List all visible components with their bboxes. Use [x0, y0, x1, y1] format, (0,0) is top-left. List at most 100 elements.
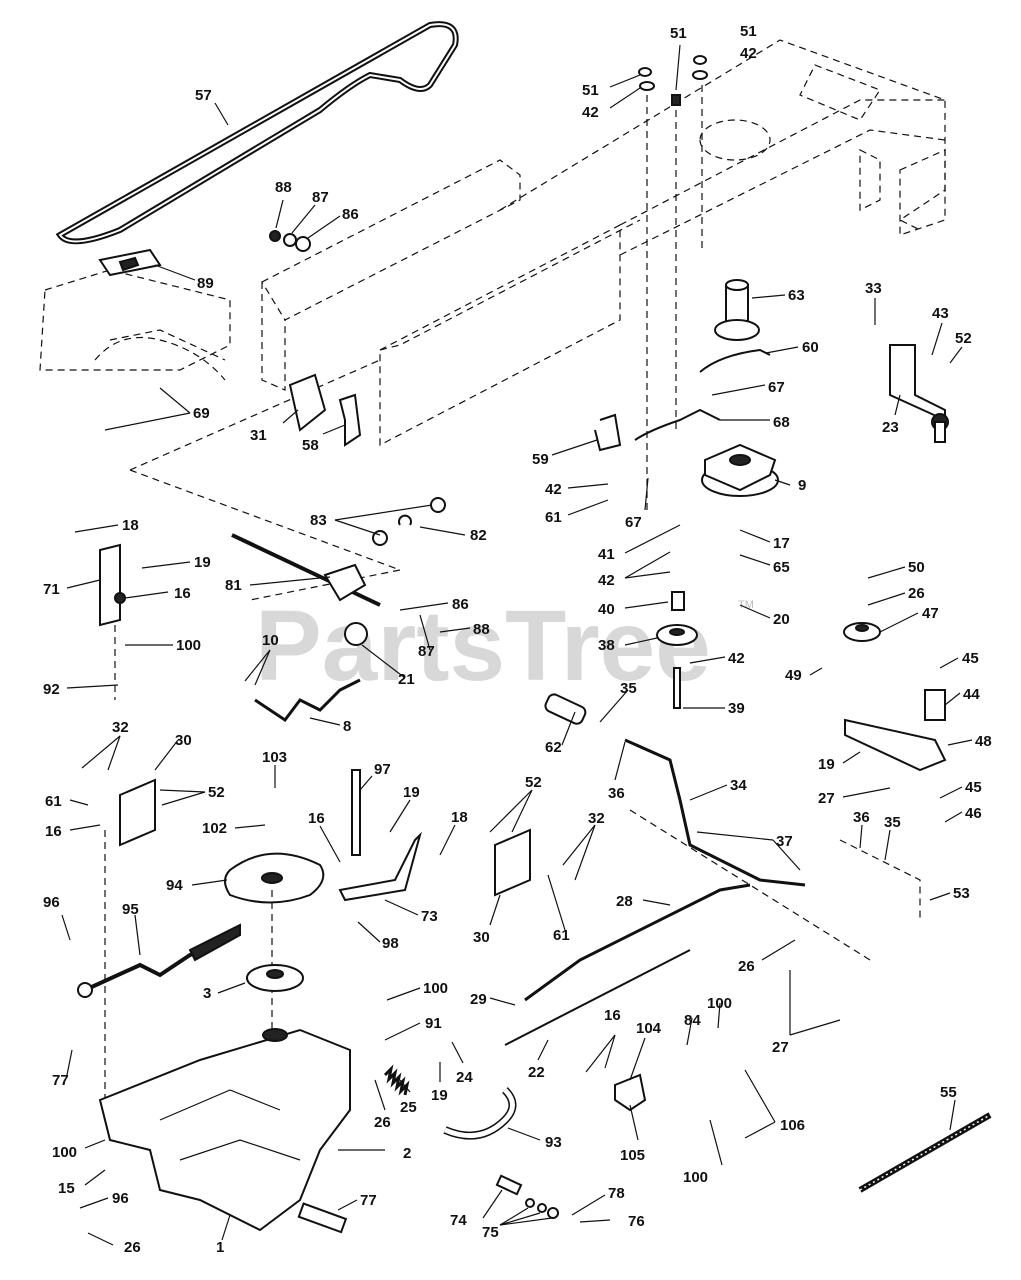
callout-15: 15 — [58, 1180, 75, 1197]
callout-51: 51 — [670, 25, 687, 42]
callout-26: 26 — [374, 1114, 391, 1131]
callout-86: 86 — [452, 596, 469, 613]
callout-49: 49 — [785, 667, 802, 684]
callout-1: 1 — [216, 1239, 224, 1256]
washer-stack-top — [638, 55, 708, 510]
callout-34: 34 — [730, 777, 747, 794]
callout-61: 61 — [45, 793, 62, 810]
callout-39: 39 — [728, 700, 745, 717]
callout-25: 25 — [400, 1099, 417, 1116]
callout-67: 67 — [768, 379, 785, 396]
frame-outline — [39, 39, 946, 961]
callout-36: 36 — [608, 785, 625, 802]
shift-lever-95 — [77, 923, 241, 998]
callout-42: 42 — [740, 45, 757, 62]
callout-102: 102 — [202, 820, 227, 837]
callout-40: 40 — [598, 601, 615, 618]
callout-16: 16 — [45, 823, 62, 840]
callout-9: 9 — [798, 477, 806, 494]
callout-45: 45 — [962, 650, 979, 667]
callout-10: 10 — [262, 632, 279, 649]
input-pulley-3 — [246, 964, 304, 992]
hose-93 — [443, 1087, 517, 1140]
callout-58: 58 — [302, 437, 319, 454]
bracket-73 — [338, 831, 422, 902]
callout-44: 44 — [963, 686, 980, 703]
callout-77: 77 — [52, 1072, 69, 1089]
callout-52: 52 — [208, 784, 225, 801]
callout-20: 20 — [773, 611, 790, 628]
transaxle-1 — [98, 1028, 351, 1234]
callout-23: 23 — [882, 419, 899, 436]
bracket-104 — [614, 1073, 647, 1112]
callout-82: 82 — [470, 527, 487, 544]
callout-38: 38 — [598, 637, 615, 654]
rod-22 — [504, 949, 691, 1046]
callout-97: 97 — [374, 761, 391, 778]
callout-93: 93 — [545, 1134, 562, 1151]
callout-94: 94 — [166, 877, 183, 894]
drive-belt — [55, 21, 459, 245]
shaft-81 — [231, 533, 381, 607]
callout-61: 61 — [553, 927, 570, 944]
spring-25 — [383, 1064, 410, 1096]
spring-55 — [858, 1112, 992, 1193]
callout-42: 42 — [598, 572, 615, 589]
callout-43: 43 — [932, 305, 949, 322]
callout-51: 51 — [740, 23, 757, 40]
bracket-30-left — [104, 778, 156, 1100]
watermark-tm: TM — [738, 599, 754, 611]
callout-32: 32 — [112, 719, 129, 736]
callout-67: 67 — [625, 514, 642, 531]
callout-19: 19 — [403, 784, 420, 801]
callout-36: 36 — [853, 809, 870, 826]
callout-22: 22 — [528, 1064, 545, 1081]
callout-21: 21 — [398, 671, 415, 688]
callout-96: 96 — [43, 894, 60, 911]
linkage-rod-8 — [254, 678, 361, 723]
callout-77: 77 — [360, 1192, 377, 1209]
callout-71: 71 — [43, 581, 60, 598]
callout-47: 47 — [922, 605, 939, 622]
callout-55: 55 — [940, 1084, 957, 1101]
callout-30: 30 — [175, 732, 192, 749]
callout-104: 104 — [636, 1020, 662, 1037]
callout-18: 18 — [451, 809, 468, 826]
callout-100: 100 — [707, 995, 732, 1012]
callout-27: 27 — [818, 790, 835, 807]
bracket-30-middle — [494, 828, 531, 897]
callout-76: 76 — [628, 1213, 645, 1230]
watermark: PartsTree — [255, 590, 711, 702]
bracket-58 — [338, 393, 362, 447]
callout-95: 95 — [122, 901, 139, 918]
callout-83: 83 — [310, 512, 327, 529]
knob-21 — [344, 622, 368, 646]
callout-92: 92 — [43, 681, 60, 698]
callout-46: 46 — [965, 805, 982, 822]
callout-19: 19 — [818, 756, 835, 773]
callout-42: 42 — [728, 650, 745, 667]
callout-45: 45 — [965, 779, 982, 796]
callout-60: 60 — [802, 339, 819, 356]
callout-88: 88 — [473, 621, 490, 638]
callout-32: 32 — [588, 810, 605, 827]
callout-19: 19 — [431, 1087, 448, 1104]
callout-51: 51 — [582, 82, 599, 99]
rod-28 — [524, 883, 751, 1002]
callout-16: 16 — [174, 585, 191, 602]
rod-97 — [351, 769, 361, 856]
callout-52: 52 — [955, 330, 972, 347]
callout-48: 48 — [975, 733, 992, 750]
callout-84: 84 — [684, 1012, 701, 1029]
callout-98: 98 — [382, 935, 399, 952]
callout-87: 87 — [312, 189, 329, 206]
leader-lines — [61, 44, 973, 1246]
bracket-31 — [288, 373, 327, 432]
callout-81: 81 — [225, 577, 242, 594]
cooling-fan-94 — [224, 852, 325, 1050]
callout-24: 24 — [456, 1069, 473, 1086]
callout-42: 42 — [582, 104, 599, 121]
callout-19: 19 — [194, 554, 211, 571]
callout-78: 78 — [608, 1185, 625, 1202]
